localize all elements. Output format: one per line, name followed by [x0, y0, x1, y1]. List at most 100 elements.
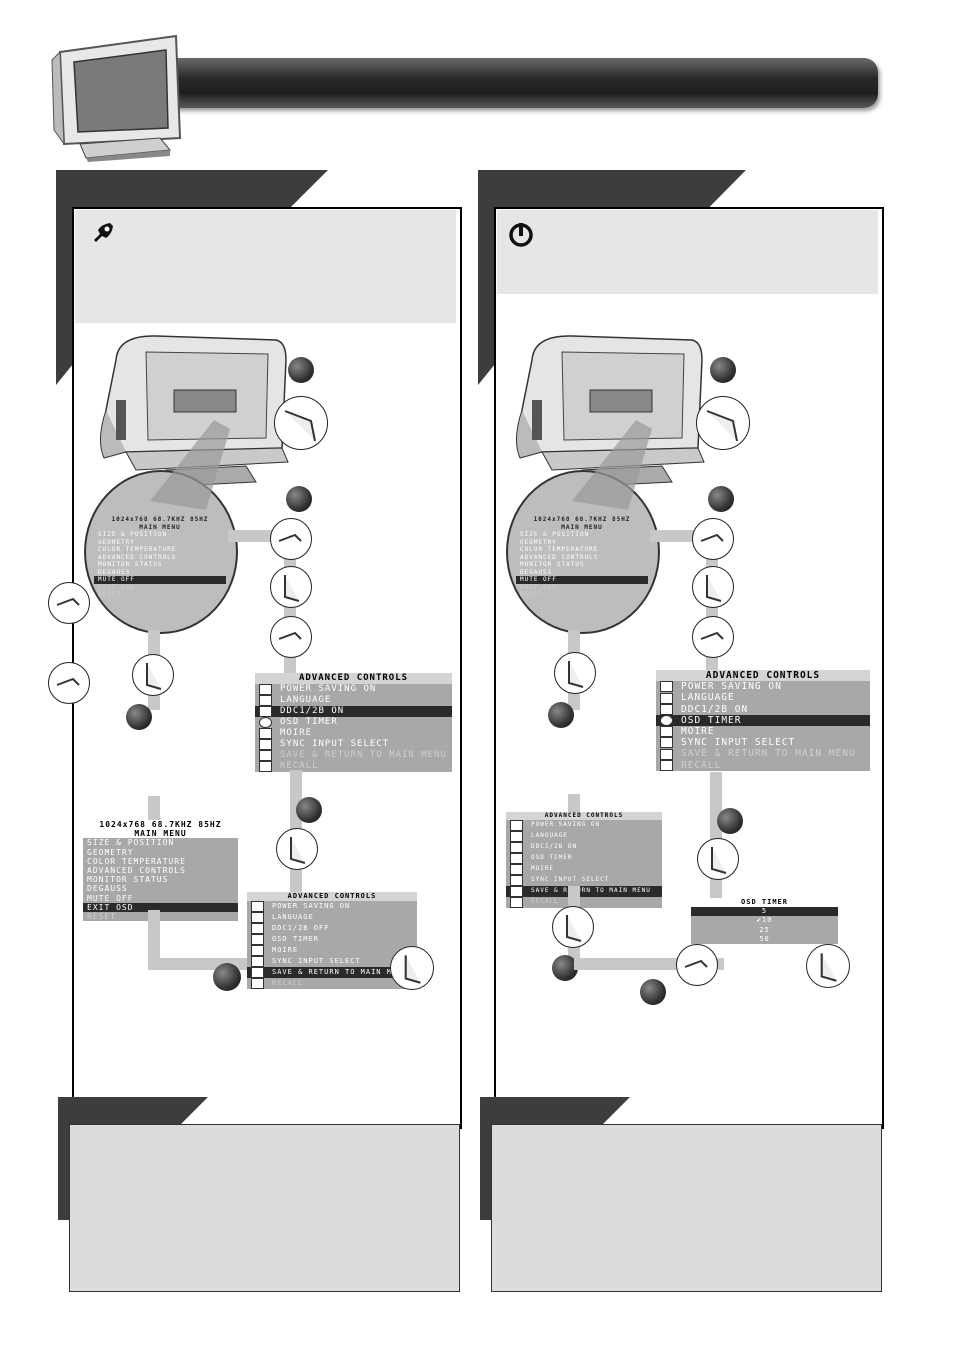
control-button-left[interactable]	[692, 518, 734, 560]
right-panel-description-box	[497, 210, 878, 294]
control-button-left[interactable]	[270, 616, 312, 658]
control-button-closeup[interactable]	[274, 396, 328, 450]
control-button-closeup[interactable]	[696, 396, 750, 450]
control-button-down[interactable]	[132, 654, 174, 696]
osd-adv-item[interactable]: SYNC INPUT SELECT	[255, 738, 452, 750]
osd-item[interactable]: ADVANCED CONTROLS	[520, 553, 599, 561]
save-icon	[660, 748, 673, 760]
osd-reset[interactable]: RESET	[520, 591, 544, 598]
osd-adv-item[interactable]: MOIRE	[247, 945, 417, 957]
osd-timer-icon	[251, 934, 264, 946]
osd-adv-item[interactable]: LANGUAGE	[247, 912, 417, 924]
control-button-left[interactable]	[48, 662, 90, 704]
control-button-down[interactable]	[697, 838, 739, 880]
step-marker-2	[286, 486, 312, 512]
control-button-left[interactable]	[692, 616, 734, 658]
osd-item[interactable]: ADVANCED CONTROLS	[87, 866, 186, 876]
osd-adv-item[interactable]: OSD TIMER	[506, 852, 662, 864]
save-icon	[259, 749, 272, 761]
osd-item[interactable]: MONITOR STATUS	[87, 875, 169, 885]
left-panel-description-box	[75, 210, 456, 323]
osd-adv-item[interactable]: OSD TIMER	[255, 716, 452, 728]
osd-item[interactable]: MONITOR STATUS	[98, 561, 163, 568]
sync-input-icon	[259, 738, 272, 750]
osd-adv-save[interactable]: SAVE & RETURN TO MAIN MENU	[255, 749, 452, 761]
osd-adv-item[interactable]: MOIRE	[255, 727, 452, 739]
osd-item[interactable]: MUTE OFF	[94, 576, 226, 584]
osd-adv-item[interactable]: SYNC INPUT SELECT	[656, 737, 870, 749]
osd-item[interactable]: MUTE OFF	[87, 893, 134, 903]
osd-header-menu: MAIN MENU	[83, 829, 238, 839]
osd-adv-recall[interactable]: RECALL	[247, 978, 417, 990]
osd-item[interactable]: COLOR TEMPERATURE	[98, 546, 177, 553]
osd-item[interactable]: GEOMETRY	[87, 847, 134, 857]
osd-exit[interactable]: EXIT OSD	[83, 902, 238, 913]
osd-item[interactable]: DEGAUSS	[87, 884, 128, 894]
control-button-down[interactable]	[806, 944, 850, 988]
osd-adv-recall[interactable]: RECALL	[506, 896, 662, 908]
osd-exit[interactable]: EXIT OSD	[98, 583, 135, 591]
control-button-left[interactable]	[270, 518, 312, 560]
osd-adv-recall[interactable]: RECALL	[656, 760, 870, 771]
osd-item[interactable]: DEGAUSS	[98, 568, 131, 576]
osd-item[interactable]: MUTE OFF	[516, 576, 648, 584]
osd-timer-option[interactable]: 50	[759, 934, 770, 943]
osd-exit[interactable]: EXIT OSD	[520, 583, 557, 591]
osd-adv-item[interactable]: DDC1/2B OFF	[247, 923, 417, 935]
osd-item[interactable]: MONITOR STATUS	[520, 561, 585, 568]
osd-timer-option[interactable]: 25	[759, 925, 770, 934]
osd-item[interactable]: COLOR TEMPERATURE	[520, 546, 599, 553]
osd-item[interactable]: GEOMETRY	[98, 538, 135, 546]
osd-timer-option[interactable]: 5	[691, 907, 838, 917]
osd-item[interactable]: ADVANCED CONTROLS	[98, 553, 177, 561]
osd-adv-item[interactable]: MOIRE	[506, 863, 662, 875]
osd-timer-title: OSD TIMER	[691, 898, 838, 908]
osd-reset[interactable]: RESET	[98, 591, 122, 598]
osd-adv-item-selected[interactable]: DDC1/2B ON	[255, 705, 452, 717]
osd-adv-item[interactable]: POWER SAVING ON	[247, 901, 417, 913]
osd-timer-icon	[660, 714, 673, 726]
right-note-box	[491, 1124, 882, 1292]
osd-adv-recall[interactable]: RECALL	[255, 760, 452, 772]
osd-item[interactable]: SIZE & POSITION	[98, 531, 168, 538]
osd-header-resolution: 1024x768 68.7KHZ 85HZ	[111, 516, 209, 523]
osd-adv-item-selected[interactable]: OSD TIMER	[656, 714, 870, 727]
osd-adv-item[interactable]: SYNC INPUT SELECT	[506, 874, 662, 886]
osd-item[interactable]: GEOMETRY	[520, 538, 557, 546]
osd-adv-item[interactable]: SYNC INPUT SELECT	[247, 956, 417, 968]
osd-item[interactable]: SIZE & POSITION	[87, 838, 175, 848]
control-button-down[interactable]	[270, 566, 312, 608]
control-button-left[interactable]	[676, 944, 718, 986]
osd-adv-item[interactable]: POWER SAVING ON	[506, 819, 662, 831]
control-button-down[interactable]	[552, 906, 594, 948]
right-note-edge	[480, 1120, 492, 1220]
osd-timer-option-selected[interactable]: ✔10	[756, 916, 773, 925]
osd-adv-save[interactable]: SAVE & RETURN TO MAIN M	[247, 967, 417, 979]
osd-reset[interactable]: RESET	[87, 912, 117, 922]
control-button-down[interactable]	[276, 828, 318, 870]
recall-icon	[660, 759, 673, 771]
osd-adv-save[interactable]: SAVE & RETURN TO MAIN MENU	[656, 748, 870, 760]
header-banner	[150, 58, 878, 108]
osd-adv-item[interactable]: DDC1/2B ON	[656, 704, 870, 715]
osd-adv-item[interactable]: OSD TIMER	[247, 934, 417, 946]
osd-item[interactable]: COLOR TEMPERATURE	[87, 856, 186, 866]
osd-adv-item[interactable]: MOIRE	[656, 726, 870, 738]
osd-adv-item[interactable]: LANGUAGE	[506, 830, 662, 842]
osd-adv-item[interactable]: LANGUAGE	[656, 692, 870, 704]
osd-adv-item[interactable]: POWER SAVING ON	[656, 681, 870, 693]
left-note-edge	[58, 1120, 70, 1220]
control-button-left[interactable]	[48, 582, 90, 624]
osd-adv-item[interactable]: POWER SAVING ON	[255, 683, 452, 695]
power-saving-icon	[510, 819, 523, 831]
osd-item[interactable]: DEGAUSS	[520, 568, 553, 576]
osd-adv-item[interactable]: DDC1/2B ON	[506, 841, 662, 853]
osd-item[interactable]: SIZE & POSITION	[520, 531, 590, 538]
osd-timer-icon	[510, 852, 523, 864]
osd-adv-save[interactable]: SAVE & RETURN TO MAIN MENU	[506, 885, 662, 897]
osd-adv-item[interactable]: LANGUAGE	[255, 694, 452, 706]
flow-connector	[568, 794, 580, 814]
control-button-down[interactable]	[554, 652, 596, 694]
control-button-down[interactable]	[692, 566, 734, 608]
control-button-down[interactable]	[390, 946, 434, 990]
